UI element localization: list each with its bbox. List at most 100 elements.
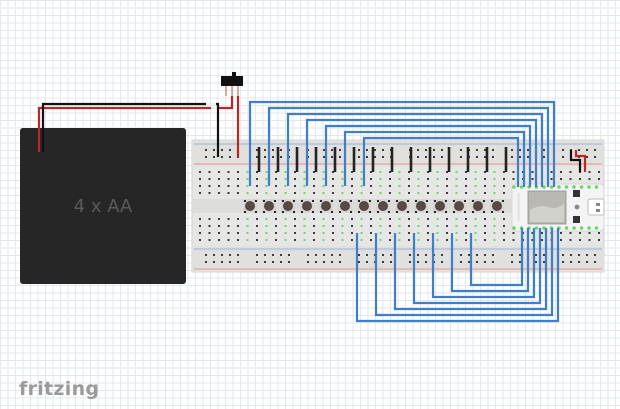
breadboard-hole[interactable]	[594, 149, 596, 151]
breadboard-hole[interactable]	[441, 156, 443, 158]
breadboard-hole[interactable]	[425, 254, 427, 256]
breadboard-hole[interactable]	[465, 178, 467, 180]
breadboard-hole[interactable]	[322, 218, 325, 220]
breadboard-hole[interactable]	[455, 192, 458, 194]
signal-wire-bottom[interactable]	[412, 228, 542, 305]
breadboard-hole[interactable]	[237, 192, 239, 194]
breadboard-hole[interactable]	[493, 178, 496, 180]
breadboard-hole[interactable]	[512, 239, 515, 241]
breadboard-hole[interactable]	[360, 232, 363, 234]
mcu-header-pin[interactable]	[564, 185, 569, 189]
breadboard-hole[interactable]	[303, 225, 306, 227]
breadboard-hole[interactable]	[531, 239, 534, 241]
breadboard-hole[interactable]	[474, 218, 477, 220]
breadboard-hole[interactable]	[370, 192, 372, 194]
breadboard-hole[interactable]	[535, 254, 537, 256]
breadboard-hole[interactable]	[246, 218, 249, 220]
breadboard-hole[interactable]	[562, 261, 564, 263]
breadboard-hole[interactable]	[408, 185, 410, 187]
breadboard-hole[interactable]	[205, 149, 207, 151]
breadboard-hole[interactable]	[511, 261, 513, 263]
breadboard-hole[interactable]	[358, 149, 360, 151]
breadboard-hole[interactable]	[436, 239, 439, 241]
pushbutton[interactable]	[471, 199, 485, 213]
breadboard-hole[interactable]	[465, 171, 467, 173]
breadboard-hole[interactable]	[408, 232, 410, 234]
breadboard-hole[interactable]	[256, 239, 258, 241]
mcu-header-pin[interactable]	[564, 226, 569, 230]
breadboard-hole[interactable]	[527, 156, 529, 158]
pushbutton-cap[interactable]	[245, 201, 255, 211]
breadboard-hole[interactable]	[474, 225, 477, 227]
breadboard-hole[interactable]	[366, 156, 368, 158]
breadboard-hole[interactable]	[360, 185, 363, 187]
breadboard-hole[interactable]	[256, 232, 258, 234]
breadboard-hole[interactable]	[579, 232, 581, 234]
breadboard-hole[interactable]	[294, 171, 296, 173]
breadboard-hole[interactable]	[408, 192, 410, 194]
pushbutton[interactable]	[338, 199, 352, 213]
breadboard-hole[interactable]	[382, 156, 384, 158]
breadboard-hole[interactable]	[370, 218, 372, 220]
breadboard-hole[interactable]	[460, 149, 462, 151]
breadboard-hole[interactable]	[562, 254, 564, 256]
breadboard-hole[interactable]	[427, 218, 429, 220]
breadboard-hole[interactable]	[237, 185, 239, 187]
breadboard-hole[interactable]	[322, 239, 325, 241]
breadboard-hole[interactable]	[358, 254, 360, 256]
pushbutton[interactable]	[376, 199, 390, 213]
breadboard-hole[interactable]	[427, 239, 429, 241]
breadboard-hole[interactable]	[389, 239, 391, 241]
breadboard-hole[interactable]	[474, 192, 477, 194]
breadboard-hole[interactable]	[227, 218, 230, 220]
breadboard-hole[interactable]	[382, 261, 384, 263]
breadboard-hole[interactable]	[569, 232, 572, 234]
breadboard-hole[interactable]	[303, 218, 306, 220]
breadboard-hole[interactable]	[543, 261, 545, 263]
mcu-header-pin[interactable]	[549, 185, 554, 189]
breadboard-hole[interactable]	[265, 239, 268, 241]
breadboard-hole[interactable]	[474, 185, 477, 187]
breadboard-hole[interactable]	[360, 225, 363, 227]
breadboard-hole[interactable]	[246, 232, 249, 234]
breadboard-hole[interactable]	[417, 232, 420, 234]
breadboard-hole[interactable]	[256, 185, 258, 187]
breadboard-hole[interactable]	[331, 261, 333, 263]
breadboard-hole[interactable]	[237, 254, 239, 256]
breadboard-hole[interactable]	[512, 178, 515, 180]
breadboard-hole[interactable]	[284, 218, 287, 220]
mcu-button-setup[interactable]	[573, 190, 580, 197]
breadboard-hole[interactable]	[455, 171, 458, 173]
breadboard-hole[interactable]	[294, 218, 296, 220]
breadboard-hole[interactable]	[275, 178, 277, 180]
breadboard-hole[interactable]	[366, 149, 368, 151]
breadboard-hole[interactable]	[284, 239, 287, 241]
breadboard-hole[interactable]	[374, 156, 376, 158]
breadboard-hole[interactable]	[578, 254, 580, 256]
breadboard-hole[interactable]	[370, 185, 372, 187]
breadboard-hole[interactable]	[294, 232, 296, 234]
breadboard-hole[interactable]	[474, 171, 477, 173]
pushbutton-cap[interactable]	[473, 201, 483, 211]
breadboard-hole[interactable]	[484, 178, 486, 180]
breadboard-hole[interactable]	[503, 218, 505, 220]
breadboard-hole[interactable]	[280, 261, 282, 263]
breadboard-hole[interactable]	[229, 261, 231, 263]
breadboard-hole[interactable]	[484, 171, 486, 173]
breadboard-hole[interactable]	[519, 261, 521, 263]
breadboard-hole[interactable]	[484, 185, 486, 187]
breadboard-hole[interactable]	[264, 149, 266, 151]
breadboard-hole[interactable]	[199, 232, 201, 234]
signal-wire-top[interactable]	[362, 136, 520, 187]
breadboard-hole[interactable]	[427, 192, 429, 194]
breadboard-hole[interactable]	[322, 225, 325, 227]
breadboard-hole[interactable]	[586, 261, 588, 263]
breadboard-hole[interactable]	[493, 192, 496, 194]
breadboard-hole[interactable]	[208, 171, 211, 173]
pushbutton-cap[interactable]	[378, 201, 388, 211]
breadboard-hole[interactable]	[527, 149, 529, 151]
breadboard-hole[interactable]	[227, 232, 230, 234]
breadboard-hole[interactable]	[417, 239, 420, 241]
slide-switch[interactable]	[221, 72, 243, 96]
